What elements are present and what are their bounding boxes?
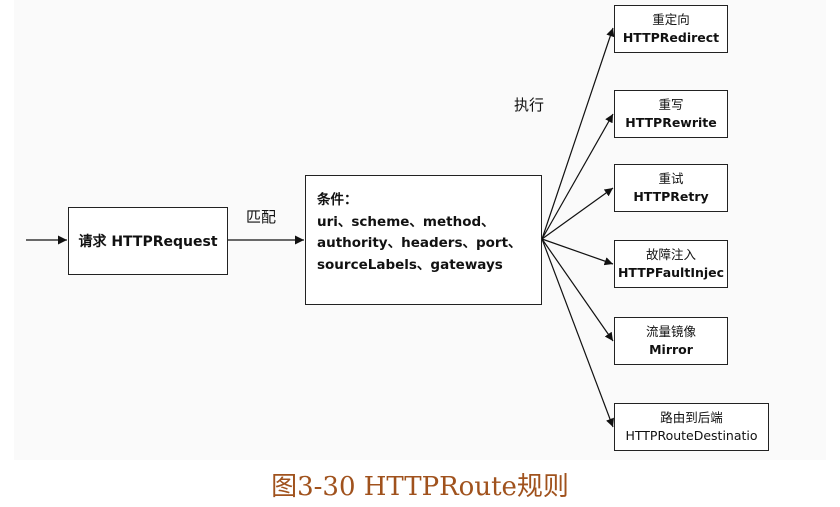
figure-caption: 图3-30 HTTPRoute规则 — [271, 472, 569, 502]
target-rewrite-en: HTTPRewrite — [625, 115, 717, 130]
request-label: 请求 HTTPRequest — [78, 234, 218, 250]
execute-label: 执行 — [514, 96, 545, 114]
target-retry-cn: 重试 — [658, 171, 684, 186]
target-retry-en: HTTPRetry — [633, 189, 709, 204]
target-mirror-cn: 流量镜像 — [645, 324, 696, 339]
target-rewrite-cn: 重写 — [658, 97, 684, 112]
target-redirect-en: HTTPRedirect — [622, 30, 720, 45]
target-fault-injection-cn: 故障注入 — [645, 247, 696, 262]
target-route-destination-cn: 路由到后端 — [660, 410, 723, 425]
arrow-to-retry — [541, 187, 614, 240]
arrow-to-fault-injection — [541, 238, 614, 266]
target-mirror-box: 流量镜像 Mirror — [614, 317, 728, 365]
conditions-title: 条件： — [317, 192, 358, 208]
arrow-to-rewrite — [541, 113, 614, 240]
conditions-box: 条件： uri、scheme、method、 authority、headers… — [305, 175, 542, 305]
conditions-line-3: sourceLabels、gateways — [317, 256, 503, 273]
target-redirect-cn: 重定向 — [652, 12, 690, 27]
target-fault-injection-box: 故障注入 HTTPFaultInjec — [614, 240, 728, 288]
target-redirect-box: 重定向 HTTPRedirect — [614, 5, 728, 53]
target-route-destination-box: 路由到后端 HTTPRouteDestinatio — [614, 403, 769, 451]
match-label: 匹配 — [246, 208, 277, 226]
target-route-destination-en: HTTPRouteDestinatio — [625, 428, 758, 443]
httproute-rule-diagram: 请求 HTTPRequest 匹配 条件： uri、scheme、method、… — [26, 5, 769, 451]
request-box: 请求 HTTPRequest — [68, 207, 228, 275]
conditions-line-1: uri、scheme、method、 — [317, 213, 495, 230]
target-mirror-en: Mirror — [649, 342, 693, 357]
arrow-to-redirect — [541, 27, 615, 240]
target-fault-injection-en: HTTPFaultInjec — [617, 265, 725, 280]
target-rewrite-box: 重写 HTTPRewrite — [614, 90, 728, 138]
connector-arrows — [26, 27, 615, 428]
arrow-to-route-destination — [541, 238, 614, 428]
target-retry-box: 重试 HTTPRetry — [614, 164, 728, 212]
conditions-line-2: authority、headers、port、 — [317, 235, 522, 251]
arrow-to-mirror — [541, 238, 614, 342]
